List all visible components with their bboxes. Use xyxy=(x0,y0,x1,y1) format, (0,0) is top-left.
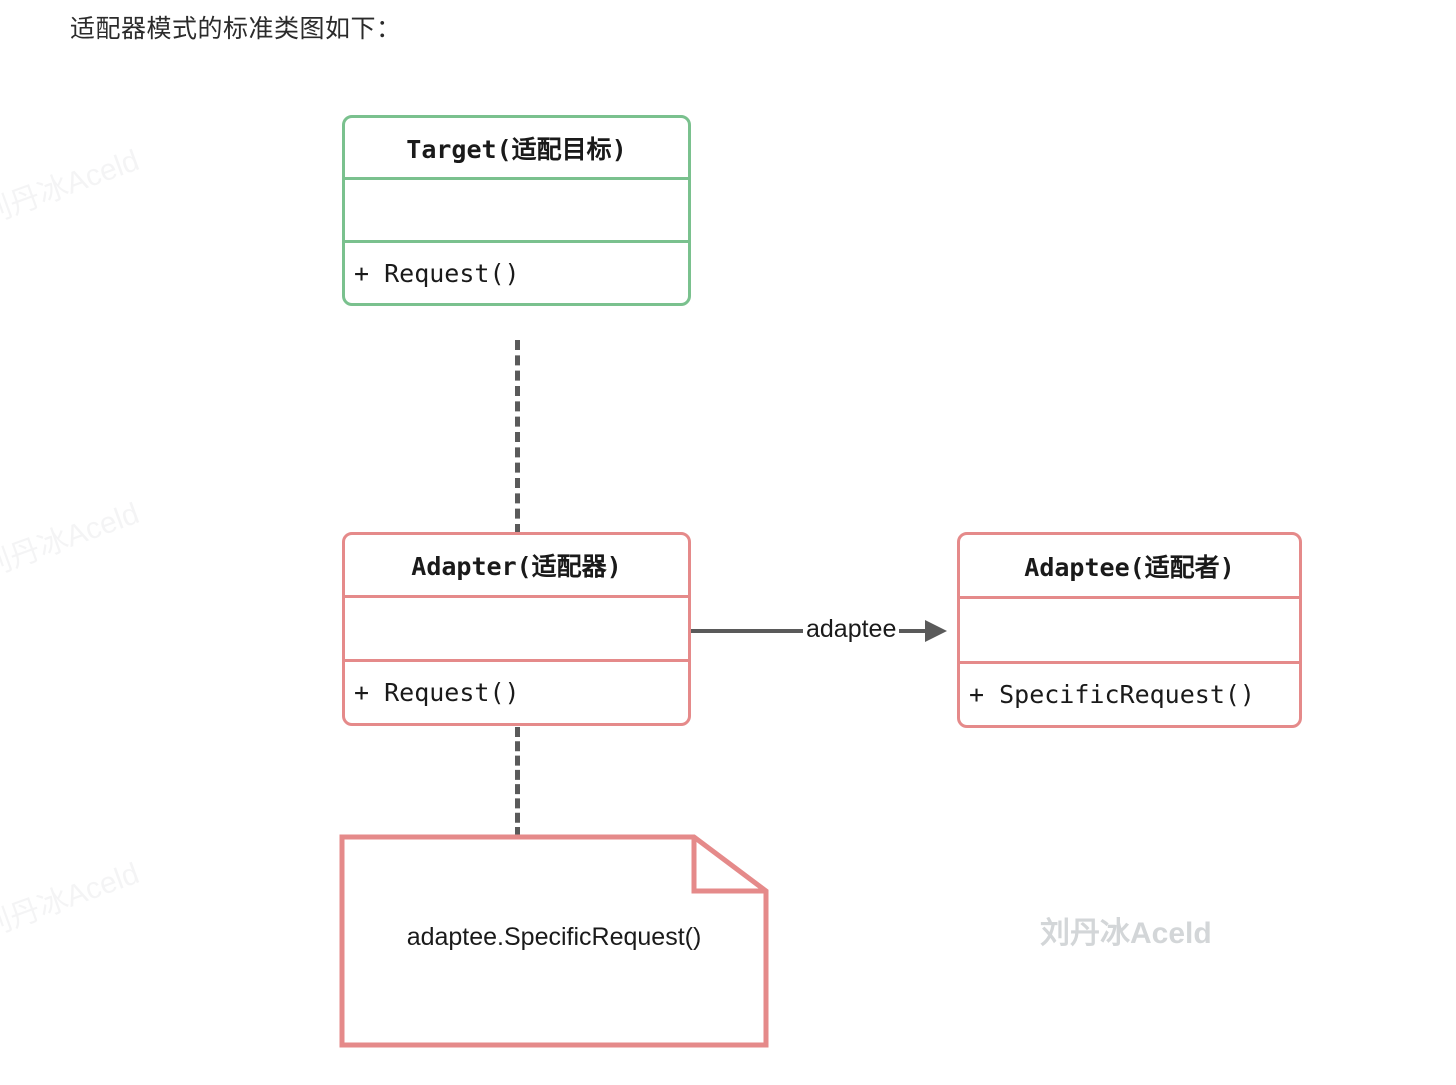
watermark-edge-middle: 刘丹冰Aceld xyxy=(0,497,144,585)
watermark-edge-top: 刘丹冰Aceld xyxy=(0,144,144,232)
edge-label-adaptee: adaptee xyxy=(803,615,900,644)
uml-class-adaptee-name: Adaptee(适配者) xyxy=(1024,552,1235,582)
connector-adapter-realizes-target-line xyxy=(515,340,520,534)
note-shape-icon xyxy=(339,834,769,1048)
uml-note-adapter-body[interactable]: adaptee.SpecificRequest() xyxy=(339,834,769,1048)
uml-class-adapter-name: Adapter(适配器) xyxy=(411,552,622,581)
watermark-edge-bottom: 刘丹冰Aceld xyxy=(0,857,144,945)
uml-class-target[interactable]: Target(适配目标) + Request() xyxy=(342,115,691,306)
uml-class-target-attributes xyxy=(345,177,688,240)
uml-class-target-operation-0: + Request() xyxy=(345,240,688,303)
watermark-center: 刘丹冰Aceld xyxy=(1040,917,1212,950)
filled-arrowhead-icon xyxy=(925,620,947,642)
uml-class-target-name: Target(适配目标) xyxy=(406,134,627,164)
uml-class-adaptee-operation-0: + SpecificRequest() xyxy=(960,661,1299,725)
page-title: 适配器模式的标准类图如下： xyxy=(70,15,402,43)
uml-class-adapter[interactable]: Adapter(适配器) + Request() xyxy=(342,532,691,726)
uml-class-adapter-operation-0: + Request() xyxy=(345,659,688,723)
connector-adapter-note-line xyxy=(515,727,520,837)
uml-class-adapter-attributes xyxy=(345,595,688,659)
uml-class-adaptee-attributes xyxy=(960,596,1299,661)
uml-class-adaptee[interactable]: Adaptee(适配者) + SpecificRequest() xyxy=(957,532,1302,728)
uml-note-text: adaptee.SpecificRequest() xyxy=(406,922,702,951)
